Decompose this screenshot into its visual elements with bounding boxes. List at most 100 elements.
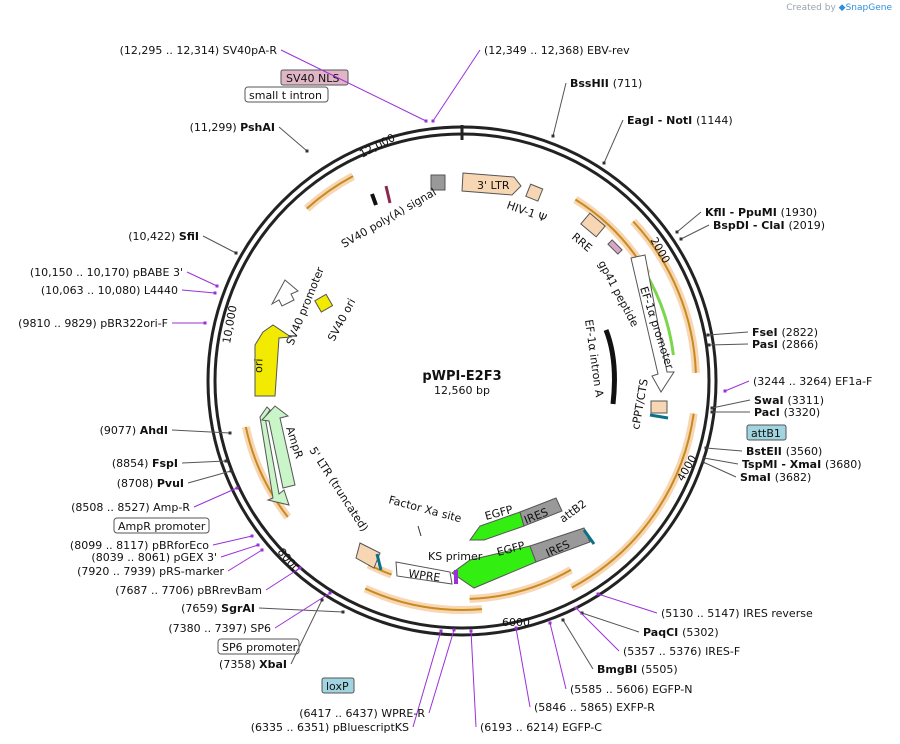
primer-name: pBRforEco <box>152 539 209 552</box>
primer-name: IRES reverse <box>743 607 813 620</box>
primer-marker <box>723 389 727 393</box>
primer-label: (3244 .. 3264) EF1a-F <box>753 375 872 388</box>
feature-arc-line <box>469 568 572 600</box>
tick-8000: 8000 <box>275 546 303 576</box>
loxp-mark <box>375 553 383 571</box>
primer-leader <box>428 629 455 714</box>
ires-label-1: IRES <box>522 505 550 526</box>
primer-range: (6417 .. 6437) <box>299 707 381 720</box>
site-name: SwaI <box>754 394 787 407</box>
site-marker <box>229 469 233 473</box>
feature-arc-1 <box>569 413 698 592</box>
primer-range: (3244 .. 3264) <box>753 375 835 388</box>
site-label: (11,299) PshAI <box>190 121 275 134</box>
attb2-mark <box>582 529 596 545</box>
site-name: AhdI <box>140 424 168 437</box>
site-marker <box>706 333 710 337</box>
site-label: (9077) AhdI <box>100 424 168 437</box>
site-marker <box>228 431 232 435</box>
primer-leader <box>181 289 216 294</box>
primer-name: pGEX 3' <box>173 551 217 564</box>
primer-label: (8039 .. 8061) pGEX 3' <box>91 551 217 564</box>
cppt-feature <box>650 400 668 414</box>
primer-name: pBluescriptKS <box>333 721 409 734</box>
feature-arc-5 <box>241 426 292 520</box>
primer-label: (9810 .. 9829) pBR322ori-F <box>18 317 168 330</box>
primer-marker <box>235 486 239 490</box>
primer-label: (8099 .. 8117) pBRforEco <box>70 539 209 552</box>
primer-name: pRS-marker <box>159 565 224 578</box>
site-position: (3560) <box>786 445 823 458</box>
primer-name: Amp-R <box>153 501 190 514</box>
primer-marker <box>424 119 428 123</box>
external-labels: BssHII (711)EagI - NotI (1144)KflI - Ppu… <box>18 44 872 734</box>
primer-leader <box>724 380 750 392</box>
site-marker <box>551 134 555 138</box>
site-label: (8854) FspI <box>112 457 178 470</box>
boxed-labels: SV40 NLS small t intron attB1 AmpR promo… <box>113 69 787 694</box>
primer-leader <box>412 630 442 728</box>
ef1a-intron-label: EF-1α intron A <box>582 319 606 399</box>
site-label: PacI (3320) <box>754 406 820 419</box>
primer-name: EGFP-N <box>652 683 692 696</box>
primer-marker <box>548 621 552 625</box>
sv40-promoter-feature <box>270 279 299 307</box>
site-name: TspMI - XmaI <box>742 458 825 471</box>
primer-leader <box>470 630 477 728</box>
plasmid-name: pWPI-E2F3 <box>422 369 501 384</box>
sv40-nls-text: SV40 NLS <box>286 72 339 85</box>
three-ltr-label: 3' LTR <box>477 179 510 192</box>
small-t-intron-box <box>244 86 329 103</box>
site-position: (3320) <box>784 406 821 419</box>
primer-marker <box>260 548 264 552</box>
ef1a-promoter-feature <box>630 254 675 393</box>
site-label: FseI (2822) <box>752 326 818 339</box>
site-marker <box>707 343 711 347</box>
wpre-feature <box>395 561 453 585</box>
attb1-text: attB1 <box>751 427 781 440</box>
cppt-label: cPPT/CTS <box>629 378 651 431</box>
primer-range: (8039 .. 8061) <box>91 551 173 564</box>
primer-marker <box>328 591 332 595</box>
primer-leader <box>193 487 238 508</box>
primer-leader <box>274 592 331 629</box>
site-leader <box>258 607 344 613</box>
primer-leader <box>575 607 620 652</box>
site-position: (7659) <box>181 602 221 615</box>
site-marker <box>679 237 683 241</box>
site-position: (2822) <box>781 326 818 339</box>
site-name: BmgBI <box>597 663 641 676</box>
site-name: PacI <box>754 406 784 419</box>
site-name: SmaI <box>740 471 775 484</box>
primer-marker <box>203 321 207 325</box>
primer-name: EF1a-F <box>835 375 872 388</box>
sv40-polya-feature <box>430 174 446 191</box>
site-name: SfiI <box>179 230 199 243</box>
primer-name: SV40pA-R <box>223 44 278 57</box>
site-leader <box>171 429 231 434</box>
primer-label: (10,150 .. 10,170) pBABE 3' <box>30 266 183 279</box>
primer-name: EBV-rev <box>587 44 630 57</box>
primer-name: pBR322ori-F <box>100 317 168 330</box>
site-leader <box>711 399 751 409</box>
primer-marker <box>452 628 456 632</box>
feature-arc-line <box>244 426 289 518</box>
site-position: (5302) <box>682 626 719 639</box>
factor-xa-label: Factor Xa site <box>387 493 463 525</box>
five-ltr-feature <box>355 542 381 569</box>
site-leader <box>181 460 227 464</box>
site-marker <box>702 456 706 460</box>
primer-range: (8099 .. 8117) <box>70 539 152 552</box>
wpre-label: WPRE <box>408 567 442 584</box>
feature-arc-2 <box>469 566 573 603</box>
primer-range: (7380 .. 7397) <box>168 622 250 635</box>
site-label: (10,422) SfiI <box>128 230 199 243</box>
primer-range: (5130 .. 5147) <box>661 607 743 620</box>
primer-name: WPRE-R <box>381 707 425 720</box>
site-position: (3311) <box>787 394 824 407</box>
site-label: (8708) PvuI <box>117 477 184 490</box>
primer-marker <box>469 629 473 633</box>
primer-range: (7920 .. 7939) <box>77 565 159 578</box>
feature-arc-line <box>632 220 697 373</box>
